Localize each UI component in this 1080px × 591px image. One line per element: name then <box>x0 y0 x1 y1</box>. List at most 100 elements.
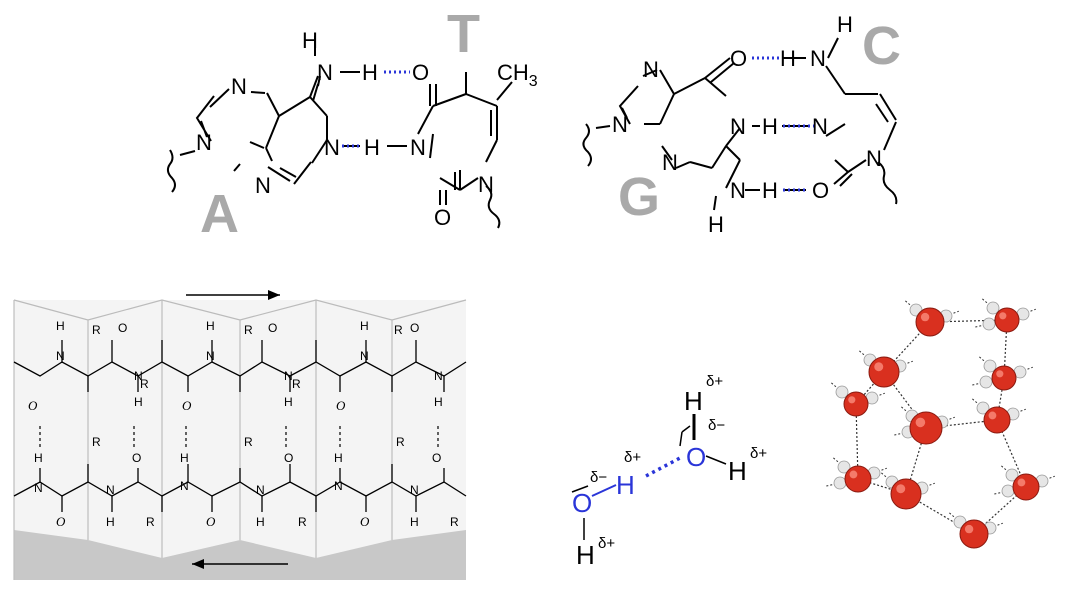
atom-h-g-bottom: H <box>708 212 724 237</box>
oxygen-highlight <box>988 411 997 420</box>
atom-n3: N <box>255 173 271 198</box>
delta-minus-right: δ− <box>708 417 725 434</box>
thymine-sugar-wavy <box>485 185 501 229</box>
sheet-fold-lines <box>87 300 393 558</box>
bot-n-5: N <box>334 479 343 493</box>
sheet-shadow <box>14 530 466 580</box>
top-o-1: O <box>118 321 127 335</box>
atom-c-n1: N <box>866 146 882 171</box>
atom-h-g: H <box>762 178 778 203</box>
bot-n-4: N <box>256 483 265 497</box>
ice-dangling-bond <box>981 298 994 309</box>
hydrogen-atom <box>835 385 849 399</box>
base-label-g: G <box>618 167 660 227</box>
oxygen-atom <box>915 307 945 337</box>
top-o-5: O <box>410 321 419 335</box>
ice-dangling-bond <box>893 431 909 436</box>
hydrogen-atom <box>1005 468 1019 482</box>
oxygen-atom <box>1012 473 1040 501</box>
oxygen-highlight <box>849 470 858 479</box>
hydrogen-atom <box>1001 484 1015 498</box>
atom-c-n3: N <box>812 114 828 139</box>
oxygen-highlight <box>896 484 906 494</box>
guanine-bonds <box>595 57 741 211</box>
atom-g-n1: N <box>730 114 746 139</box>
ice-dangling-bond <box>900 406 913 417</box>
atom-n1: N <box>324 135 340 160</box>
bot-n-3: N <box>180 479 189 493</box>
top-h-1: H <box>56 319 65 333</box>
base-label-a: A <box>200 184 239 244</box>
oh-bond-bridge <box>591 484 617 497</box>
base-label-c: C <box>862 16 901 76</box>
bot-n-6: N <box>410 483 419 497</box>
atom-n1t: N <box>478 172 494 197</box>
ice-dangling-bond <box>825 482 841 487</box>
top-r-4: R <box>292 377 301 391</box>
bot-o-4: O <box>284 451 293 465</box>
arrow-top-right <box>186 290 280 300</box>
hydrogen-atom <box>976 401 990 415</box>
bot-o-6: O <box>432 451 441 465</box>
bot-r-4: R <box>298 515 307 529</box>
top-strand-labels: H N R O N R H O H N R O N R H O H N R O … <box>28 319 443 413</box>
bot-o-5: O <box>360 514 370 529</box>
thymine-bonds <box>417 72 513 191</box>
top-r-2: R <box>140 377 149 391</box>
ice-dangling-bond <box>993 490 1009 495</box>
atom-o-g: O <box>730 46 747 71</box>
at-base-pair: T A H N H O CH3 N N N N H N O N <box>166 4 538 244</box>
oxygen-atom <box>843 391 869 417</box>
top-r-3: R <box>244 323 253 337</box>
water-h-bottom: H <box>576 540 595 570</box>
atom-n-g-amine: N <box>730 178 746 203</box>
top-n-5: N <box>360 349 369 363</box>
oxygen-atom <box>868 356 900 388</box>
top-n-6: N <box>434 369 443 383</box>
oxygen-atom <box>994 307 1020 333</box>
oxygen-atom <box>983 406 1011 434</box>
ice-dangling-bond <box>974 323 990 328</box>
top-n-4: N <box>284 369 293 383</box>
ice-hbond <box>996 377 1005 421</box>
amine-bond <box>309 75 319 98</box>
atom-o-bottom: O <box>434 205 451 230</box>
bot-r-5: R <box>396 435 405 449</box>
ice-dangling-bond <box>880 472 893 483</box>
atom-n-c-amine: N <box>810 46 826 71</box>
guanine-sugar-wavy <box>582 123 592 167</box>
ice-dangling-bond <box>978 356 991 367</box>
oxygen-highlight <box>964 524 974 534</box>
water-h-top: H <box>684 386 703 416</box>
atom-g-n7: N <box>643 57 659 82</box>
oxygen-atom <box>909 411 943 445</box>
ice-dangling-bond <box>948 512 961 523</box>
oxygen-highlight <box>848 396 856 404</box>
water-dimer: O H H δ− δ+ δ+ O H δ+ δ− H δ+ <box>571 373 767 570</box>
arrow-bottom-left <box>192 559 288 569</box>
water-o-left: O <box>572 488 592 518</box>
bottom-strand-labels: H N O R O N H R H N O R O N H R H N O R … <box>34 435 459 529</box>
oxygen-highlight <box>1017 478 1026 487</box>
bot-h-4: H <box>256 515 265 529</box>
bot-h-1: H <box>34 451 43 465</box>
top-o-4: O <box>336 398 346 413</box>
hydrogen-atom <box>979 375 993 389</box>
atom-h-n3: H <box>364 135 380 160</box>
water-o-right: O <box>686 442 706 472</box>
atom-h-c-top: H <box>837 12 853 37</box>
top-n-2: N <box>134 369 143 383</box>
top-r-5: R <box>394 323 403 337</box>
cytosine-bonds <box>825 37 897 187</box>
cytosine-sugar-wavy <box>877 161 898 205</box>
ice-hbond <box>855 371 885 405</box>
delta-plus-right: δ+ <box>750 445 767 462</box>
bot-r-1: R <box>92 435 101 449</box>
atom-ch3: CH3 <box>497 60 538 90</box>
hydrogen-atom <box>982 317 996 331</box>
lone-pair-left <box>571 485 589 493</box>
atom-h-amine-2: H <box>362 60 378 85</box>
atom-h-n1: H <box>762 114 778 139</box>
atom-n-amine: N <box>317 60 333 85</box>
thymine-co-bottom <box>439 190 447 205</box>
